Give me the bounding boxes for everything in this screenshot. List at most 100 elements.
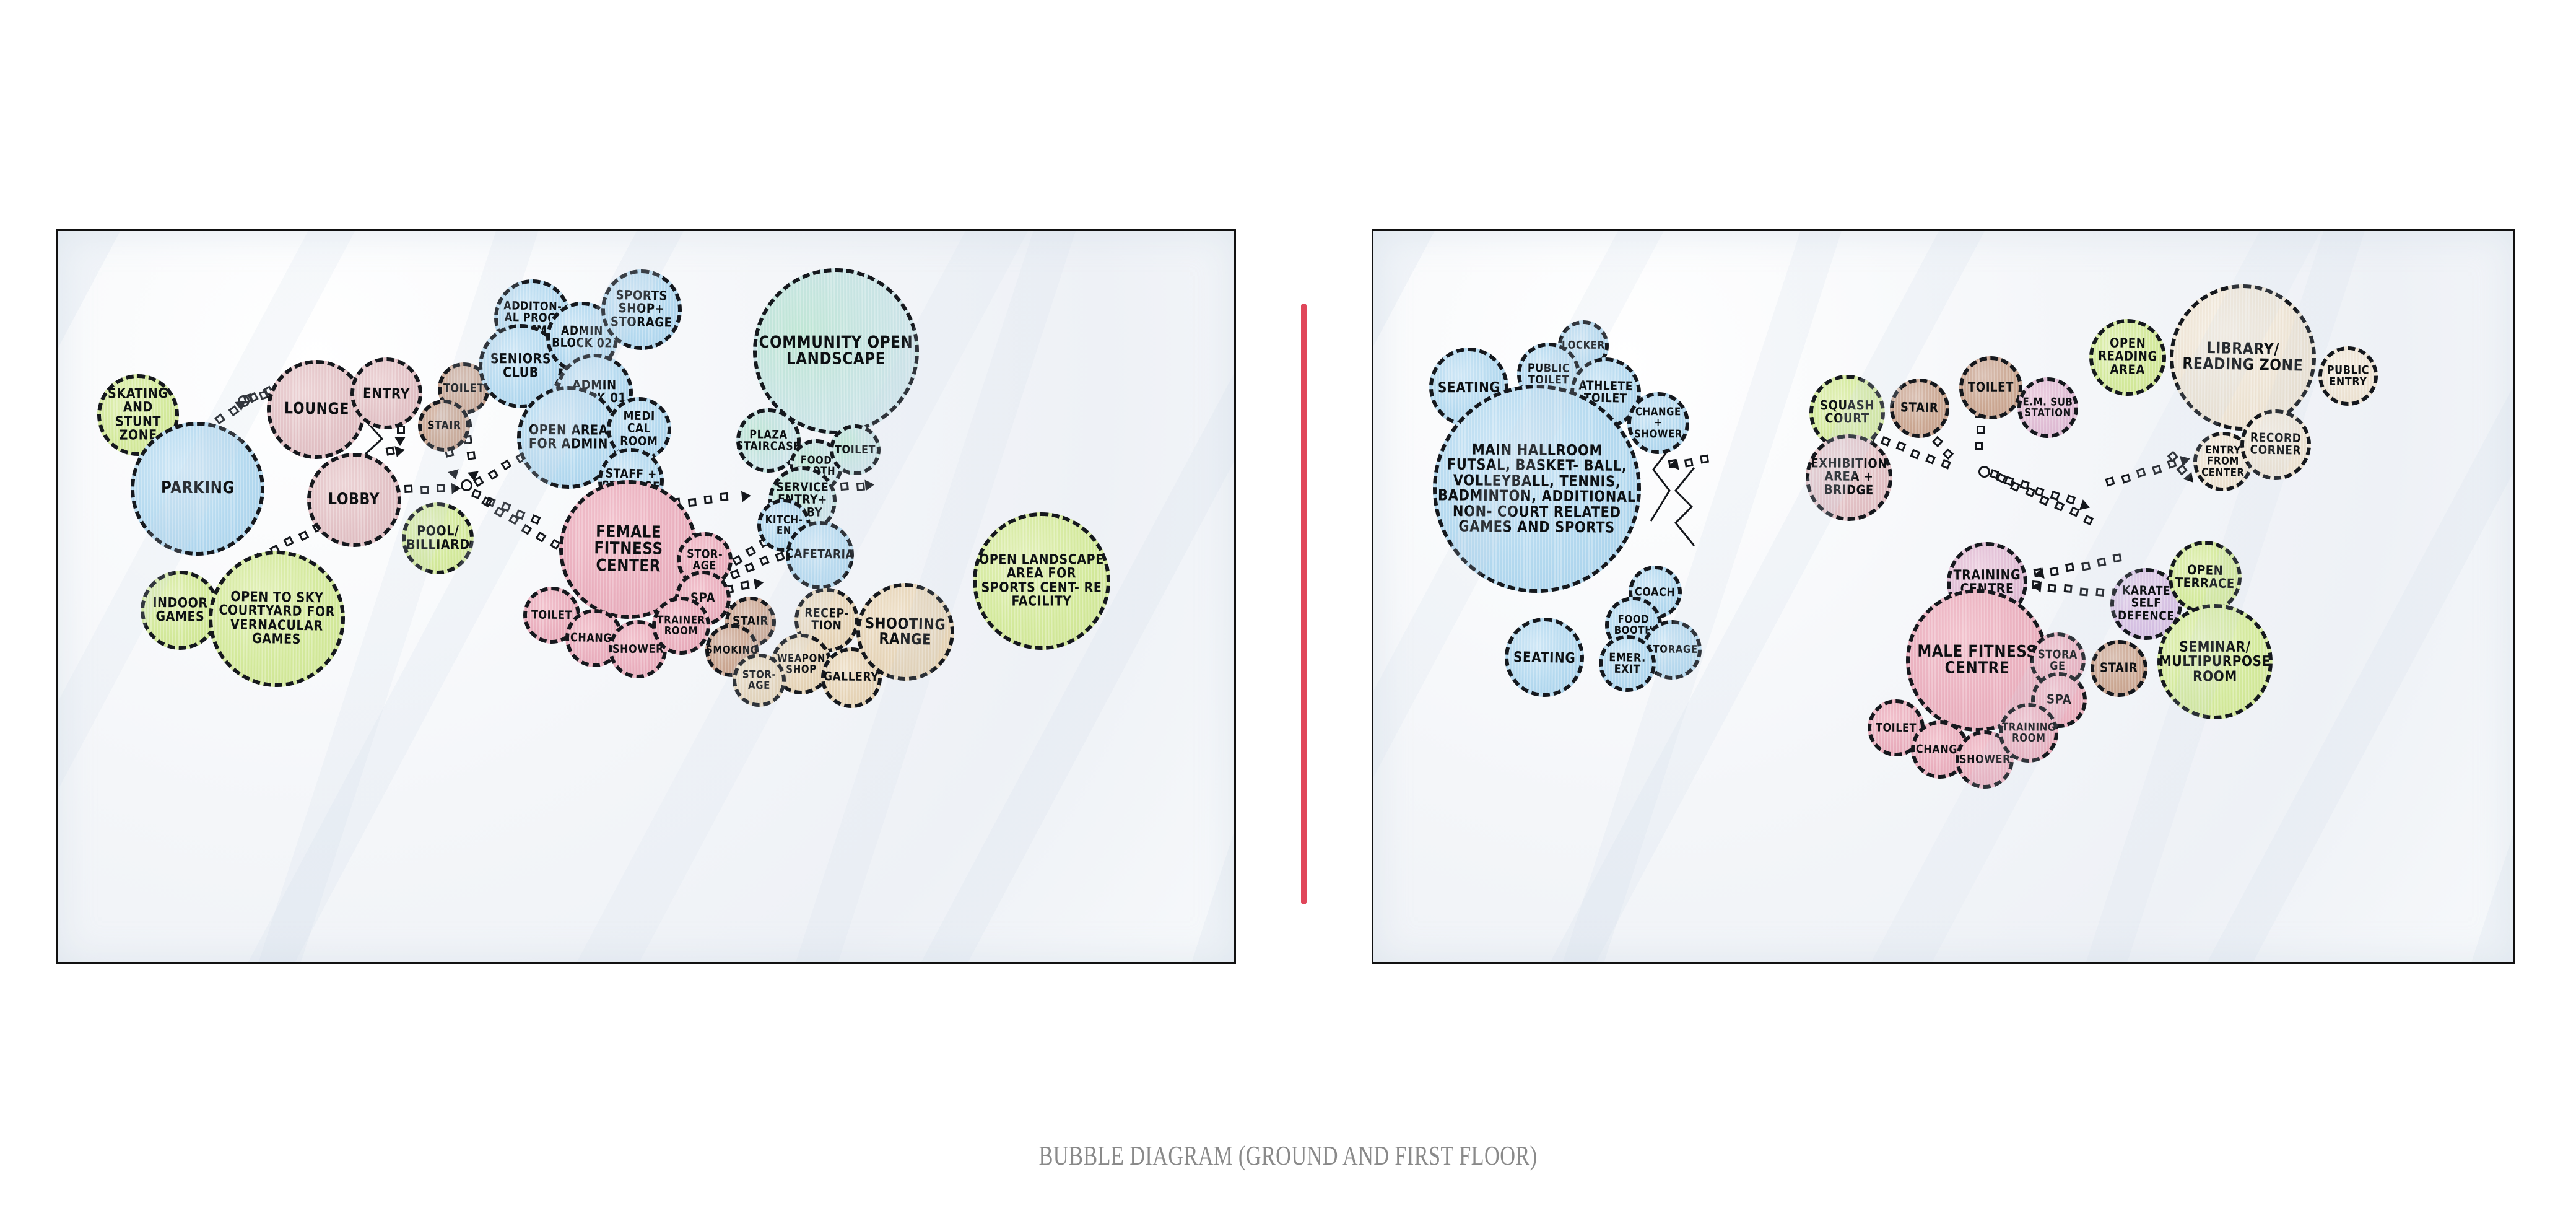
- bubble-cafetaria: CAFETARIA: [785, 520, 855, 590]
- bubble-label: LOUNGE: [284, 400, 349, 419]
- flow-arrow-icon: [864, 479, 876, 491]
- flow-square-icon: [214, 413, 226, 425]
- flow-square-icon: [1880, 435, 1891, 447]
- bubble-indoor-games: INDOOR GAMES: [141, 571, 220, 650]
- bubble-label: STAIR: [2100, 660, 2138, 676]
- bubble-label: OPEN AREA FOR ADMIN: [528, 421, 609, 452]
- bubble-trainer-room: TRAINER ROOM: [651, 596, 711, 655]
- flow-square-icon: [500, 501, 511, 512]
- bubble-label: TOILET: [531, 607, 573, 622]
- bubble-label: SPA: [2046, 691, 2072, 707]
- flow-square-icon: [1940, 458, 1951, 470]
- bubble-label: CAFETARIA: [785, 546, 855, 562]
- flow-junction-icon: [1978, 466, 1990, 478]
- flow-square-icon: [2009, 481, 2021, 492]
- bubble-open-landscape-sports: OPEN LANDSCAPE AREA FOR SPORTS CENT- RE …: [972, 512, 1111, 650]
- flow-square-icon: [2019, 479, 2030, 490]
- bubble-courtyard: OPEN TO SKY COURTYARD FOR VERNACULAR GAM…: [208, 550, 346, 688]
- flow-square-icon: [248, 392, 259, 403]
- bubble-entry: ENTRY: [350, 357, 423, 430]
- flow-square-icon: [720, 492, 729, 502]
- flow-square-icon: [1925, 453, 1936, 465]
- bubble-public-entry: PUBLIC ENTRY: [2318, 346, 2378, 406]
- bubble-seating-bottom: SEATING: [1504, 617, 1585, 698]
- flow-square-icon: [775, 551, 786, 562]
- flow-arrow-icon: [448, 469, 461, 481]
- bubble-label: E.M. SUB STATION: [2022, 395, 2073, 419]
- bubble-exhibition: EXHIBITION AREA + BRIDGE: [1806, 434, 1892, 521]
- flow-square-icon: [2047, 584, 2056, 593]
- flow-square-icon: [740, 580, 750, 590]
- bubble-label: PARKING: [160, 478, 235, 498]
- bubble-label: RECEP- TION: [804, 606, 850, 634]
- bubble-shooting-range: SHOOTING RANGE: [856, 582, 955, 681]
- bubble-label: PUBLIC TOILET: [1527, 361, 1570, 387]
- flow-arrow-icon: [753, 577, 765, 590]
- flow-square-icon: [687, 497, 697, 507]
- bubble-stair-top: STAIR: [417, 399, 471, 452]
- flow-square-icon: [471, 489, 482, 500]
- flow-square-icon: [243, 393, 253, 404]
- flow-square-icon: [744, 562, 755, 573]
- flow-junction-icon: [461, 479, 472, 491]
- bubble-label: COMMUNITY OPEN LANDSCAPE: [759, 333, 913, 369]
- flow-square-icon: [420, 486, 429, 494]
- bubble-label: OPEN TERRACE: [2175, 562, 2235, 592]
- flow-square-icon: [703, 495, 713, 504]
- flow-square-icon: [2152, 465, 2162, 475]
- flow-square-icon: [731, 554, 743, 566]
- bubble-label: PUBLIC ENTRY: [2326, 362, 2370, 388]
- bubble-label: OPEN TO SKY COURTYARD FOR VERNACULAR GAM…: [219, 589, 336, 648]
- bubble-label: OPEN LANDSCAPE AREA FOR SPORTS CENT- RE …: [979, 551, 1104, 610]
- flow-square-icon: [515, 509, 526, 520]
- flow-connector: [1996, 473, 2104, 526]
- flow-square-icon: [2025, 486, 2036, 498]
- bubble-label: PLAZA STAIRCASE: [736, 427, 801, 453]
- flow-square-icon: [2069, 506, 2080, 517]
- bubble-open-terrace: OPEN TERRACE: [2168, 540, 2242, 615]
- bubble-label: ADMIN BLOCK 02: [552, 323, 612, 351]
- flow-square-icon: [2034, 486, 2045, 497]
- flow-square-icon: [2063, 584, 2073, 593]
- flow-square-icon: [856, 482, 865, 491]
- bubble-plaza-staircase: PLAZA STAIRCASE: [736, 408, 801, 473]
- bubble-label: STORA GE: [2038, 647, 2078, 673]
- bubble-label: EMER. EXIT: [1609, 650, 1646, 676]
- bubble-stair-r1: STAIR: [1889, 378, 1950, 439]
- bubble-label: SEMINAR/ MULTIPURPOSE ROOM: [2159, 638, 2271, 685]
- flow-arrow-icon: [2180, 453, 2192, 467]
- bubble-training-room: TRAINING ROOM: [1998, 702, 2059, 763]
- bubble-label: SEATING: [1513, 647, 1576, 667]
- flow-square-icon: [508, 514, 520, 525]
- flow-square-icon: [1931, 435, 1944, 448]
- flow-square-icon: [2112, 553, 2122, 563]
- flow-square-icon: [1977, 426, 1985, 434]
- bubble-label: KARATE SELF DEFENCE: [2117, 584, 2175, 624]
- flow-square-icon: [1910, 449, 1921, 460]
- flow-square-icon: [2050, 490, 2060, 501]
- flow-square-icon: [1700, 454, 1710, 464]
- flow-arrow-icon: [2031, 580, 2042, 593]
- bubble-sports-shop: SPORTS SHOP+ STORAGE: [601, 269, 682, 351]
- flow-connector: [471, 489, 553, 525]
- bubble-lobby: LOBBY: [307, 452, 402, 548]
- bubble-library-zone: LIBRARY/ READING ZONE: [2169, 283, 2317, 432]
- flow-square-icon: [2136, 467, 2146, 478]
- bubble-label: TOILET: [443, 381, 485, 395]
- bubble-label: CHANGE + SHOWER: [1634, 405, 1683, 440]
- bubble-label: LOBBY: [328, 490, 380, 509]
- bubble-label: ENTRY: [362, 384, 411, 403]
- flow-square-icon: [2167, 458, 2177, 469]
- flow-square-icon: [1942, 448, 1954, 460]
- bubble-label: SENIORS CLUB: [490, 351, 552, 381]
- flow-square-icon: [2105, 476, 2115, 487]
- flow-square-icon: [2065, 494, 2076, 505]
- flow-square-icon: [2167, 450, 2179, 463]
- flow-square-icon: [521, 523, 533, 535]
- break-symbol-icon: [1667, 466, 1695, 547]
- bubble-label: STAIR: [427, 418, 461, 432]
- flow-square-icon: [487, 469, 499, 481]
- flow-arrow-icon: [235, 396, 249, 411]
